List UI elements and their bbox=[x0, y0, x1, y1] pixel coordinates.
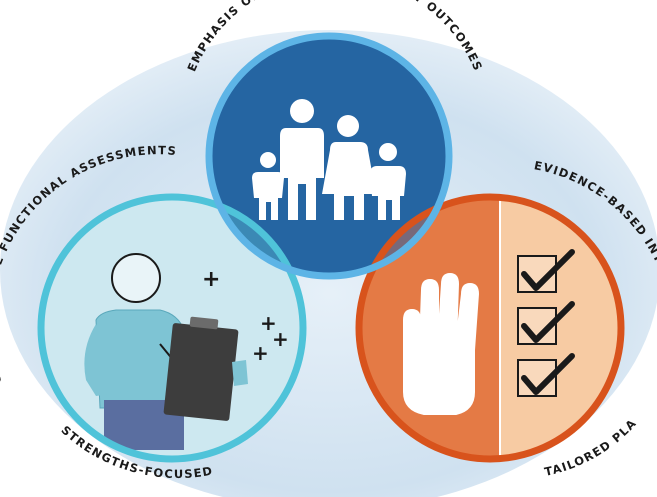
left-circle-ring bbox=[37, 193, 307, 463]
checklist bbox=[517, 249, 575, 397]
plus-icon: + bbox=[260, 311, 277, 335]
right-circle bbox=[359, 197, 621, 459]
person-with-clipboard-icon bbox=[84, 253, 248, 450]
plus-icon: + bbox=[252, 341, 269, 365]
center-circle-ring bbox=[205, 32, 453, 280]
plus-icon: + bbox=[272, 327, 289, 351]
plus-icon: + bbox=[202, 267, 220, 292]
left-circle: + + + + bbox=[41, 197, 303, 459]
right-circle-ring bbox=[355, 193, 625, 463]
raised-hand-icon bbox=[403, 272, 480, 415]
family-icon bbox=[252, 99, 406, 220]
